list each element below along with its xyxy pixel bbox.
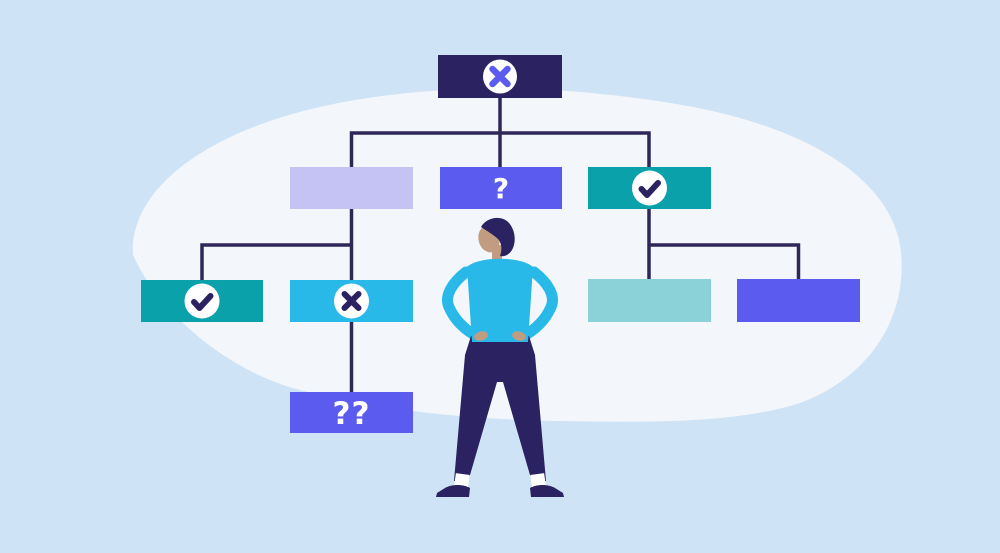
node-level3-mid-left [290,280,413,322]
node-level2-middle-box [440,167,562,209]
double-question-label: ?? [333,396,371,432]
connector-level2 [349,131,651,167]
check-icon [191,293,214,311]
node-level3-mid-right [588,279,711,322]
person-right-hand [512,331,526,341]
connector-right-branch [649,243,801,279]
node-level2-right [588,167,711,209]
node-level3-far-right-box [737,279,860,322]
node-level3-far-right [737,279,860,322]
person-right-arm [516,266,558,343]
node-level2-left [290,167,413,209]
person-hair [481,217,515,257]
node-root [438,55,562,98]
person-pants [454,336,546,482]
person-neck [492,245,502,263]
node-level3-far-left [141,280,263,322]
person-left-arm [442,266,484,343]
x-icon [341,291,362,311]
person-left-shoe [436,485,470,497]
person-shirt [467,258,533,342]
person-right-shoe [530,485,564,497]
node-level2-left-box [290,167,413,209]
x-icon [489,65,511,88]
connector-left-branch [200,243,352,280]
check-icon [638,180,661,198]
node-level4-unknown-box [290,392,413,433]
person-left-hand [474,331,488,341]
node-level3-mid-right-box [588,279,711,322]
person [436,217,564,497]
tree-connectors [200,98,801,392]
person-left-sock [454,473,470,488]
node-level4-unknown: ?? [290,392,413,433]
question-label: ? [493,172,509,205]
person-right-sock [530,473,546,488]
node-level2-middle: ? [440,167,562,209]
